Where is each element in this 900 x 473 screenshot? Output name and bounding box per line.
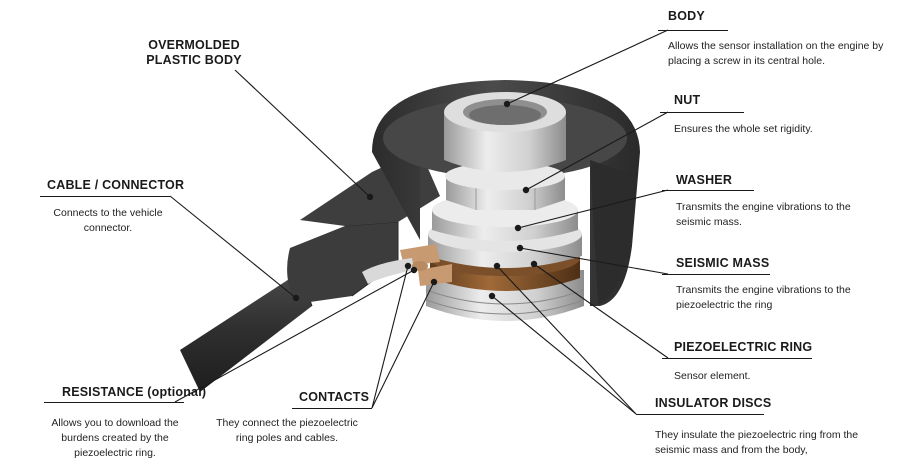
- insulator-discs-rule: [636, 414, 764, 415]
- seismic-mass-rule: [662, 274, 770, 275]
- contact-tabs: [362, 244, 452, 286]
- cable-label: CABLE / CONNECTOR: [47, 178, 185, 192]
- leader-overmolded: [234, 69, 371, 198]
- piezo-ring-rule: [662, 358, 812, 359]
- resistance-label: RESISTANCE (optional): [62, 385, 207, 399]
- leader-lines: [169, 29, 669, 415]
- leader-insulator-2: [491, 295, 637, 415]
- leader-washer: [517, 189, 669, 229]
- cable-description: Connects to the vehicle connector.: [53, 207, 163, 234]
- washer-label: WASHER: [676, 173, 733, 187]
- overmolded-label-line2: PLASTIC BODY: [146, 53, 242, 67]
- leader-contacts-1: [371, 265, 409, 409]
- body-label: BODY: [668, 9, 705, 23]
- leader-insulator-1: [496, 265, 637, 415]
- leader-nut: [525, 111, 669, 191]
- seismic-mass-description: Transmits the engine vibrations to the p…: [676, 284, 851, 311]
- insulator-discs-description: They insulate the piezoelectric ring fro…: [655, 429, 859, 456]
- overmolded-label-line1: OVERMOLDED: [148, 38, 240, 52]
- washer-rule: [662, 190, 754, 191]
- contacts-description: They connect the piezoelectric ring pole…: [216, 417, 358, 444]
- nut-label: NUT: [674, 93, 701, 107]
- insulator-discs-label: INSULATOR DISCS: [655, 396, 772, 410]
- resistance-rule: [44, 402, 184, 403]
- leader-seismic: [519, 247, 669, 275]
- nut-rule: [660, 112, 744, 113]
- leader-body: [506, 29, 669, 105]
- contacts-label: CONTACTS: [299, 390, 370, 404]
- resistance-description: Allows you to download the burdens creat…: [51, 417, 179, 459]
- piezo-ring-label: PIEZOELECTRIC RING: [674, 340, 813, 354]
- washer-description: Transmits the engine vibrations to the s…: [676, 201, 851, 228]
- leader-piezo: [533, 263, 669, 359]
- body-rule: [658, 30, 728, 31]
- seismic-mass-label: SEISMIC MASS: [676, 256, 770, 270]
- leader-dots: [292, 100, 538, 302]
- leader-cable: [169, 195, 297, 299]
- cable-rule: [40, 196, 170, 197]
- overmolded-label: OVERMOLDED PLASTIC BODY: [146, 38, 242, 68]
- leader-resistance: [174, 269, 415, 403]
- piezo-ring-description: Sensor element.: [674, 370, 751, 382]
- leader-contacts-2: [371, 281, 435, 409]
- body-description: Allows the sensor installation on the en…: [668, 40, 884, 67]
- contacts-rule: [292, 408, 372, 409]
- nut-description: Ensures the whole set rigidity.: [674, 123, 813, 135]
- metal-insert: [425, 92, 585, 321]
